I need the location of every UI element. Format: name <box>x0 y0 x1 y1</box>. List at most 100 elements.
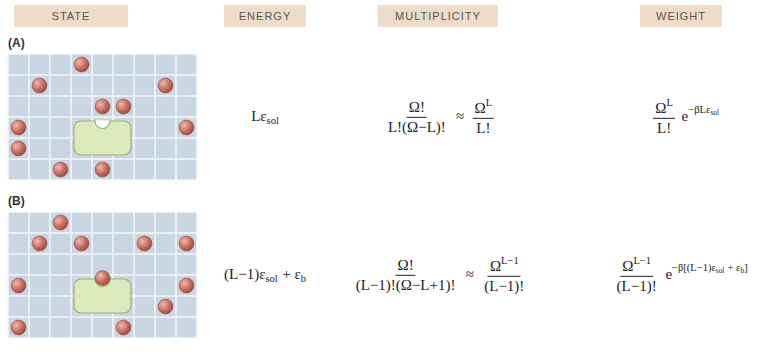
ligand-ball <box>179 278 194 293</box>
formula-text: e <box>665 265 672 281</box>
ligand-ball <box>74 236 89 251</box>
formula-text: Ω <box>622 258 633 274</box>
denominator: (L−1)! <box>615 277 659 295</box>
formula-text: + ε <box>282 266 301 282</box>
ligand-ball <box>179 236 194 251</box>
grid-line <box>8 316 197 318</box>
formula-text: e <box>682 107 689 123</box>
fraction: ΩL−1(L−1)! <box>482 255 526 295</box>
formula: ΩL−1 (L−1)! e−β[(L−1)εsol+ εb] <box>612 255 747 295</box>
lattice-ground <box>8 212 197 338</box>
formula-text: L!(Ω−L)! <box>388 119 446 135</box>
formula-text: L! <box>476 120 490 136</box>
ligand-ball <box>11 120 26 135</box>
ligand-ball <box>158 299 173 314</box>
formula-text: −βLε <box>688 104 710 115</box>
formula-text: Ω <box>490 258 501 274</box>
header-text: WEIGHT <box>656 10 706 22</box>
receptor <box>74 121 131 155</box>
binding-pocket <box>95 121 110 129</box>
grid-line <box>8 253 197 255</box>
ligand-ball <box>74 57 89 72</box>
header-text: MULTIPLICITY <box>395 10 481 22</box>
numerator: ΩL <box>473 97 495 119</box>
ligand-ball <box>158 78 173 93</box>
ligand-ball <box>11 278 26 293</box>
fraction: ΩL−1 (L−1)! <box>615 255 659 295</box>
denominator: L! <box>474 119 492 137</box>
formula-superscript: −β[(L−1)εsol+ εb] <box>672 262 748 273</box>
formula-text: (L−1)! <box>617 278 657 294</box>
formula-text: Lε <box>251 108 266 124</box>
row-label: (A) <box>8 36 25 50</box>
grid-line <box>8 211 197 213</box>
formula-subscript: sol <box>716 266 725 275</box>
grid-line <box>8 53 197 55</box>
ligand-ball <box>116 99 131 114</box>
lattice <box>8 54 197 180</box>
ligand-ball <box>95 271 110 286</box>
formula: (L−1)εsol + εb <box>224 266 306 284</box>
formula-text: (L−1)!(Ω−L+1)! <box>356 277 456 293</box>
formula-text: Ω! <box>397 257 413 273</box>
grid-line <box>8 232 197 234</box>
lattice-ground <box>8 54 197 180</box>
formula-text: L−1 <box>633 255 651 266</box>
formula-text: Ω <box>655 100 666 116</box>
formula-operator: ≈ <box>456 107 464 123</box>
formula-subscript: b <box>301 273 306 284</box>
column-header: ENERGY <box>224 5 306 27</box>
formula-text: L−1 <box>501 255 519 266</box>
lattice <box>8 212 197 338</box>
formula-superscript: L <box>486 97 492 108</box>
numerator: ΩL−1 <box>488 255 521 277</box>
ligand-ball <box>179 120 194 135</box>
formula: Ω!(L−1)!(Ω−L+1)!≈ΩL−1(L−1)! <box>351 255 528 295</box>
formula-text: (L−1)! <box>484 278 524 294</box>
column-header: STATE <box>14 5 128 27</box>
formula-text: −β[(L−1)ε <box>672 262 716 273</box>
ligand-ball <box>95 162 110 177</box>
formula-text: + ε <box>728 262 741 273</box>
numerator: Ω! <box>395 257 415 276</box>
row-label: (B) <box>8 194 25 208</box>
formula: ΩL L! e−βLεsol <box>651 97 719 137</box>
formula-text: (L−1)ε <box>224 266 265 282</box>
denominator: (L−1)!(Ω−L+1)! <box>354 276 458 294</box>
ligand-ball <box>53 162 68 177</box>
formula-subscript: sol <box>265 273 277 284</box>
denominator: L!(Ω−L)! <box>386 118 448 136</box>
grid-line <box>8 179 197 181</box>
formula-text: L <box>666 97 672 108</box>
grid-line <box>8 337 197 339</box>
grid-line <box>8 116 197 118</box>
formula-text: L <box>486 97 492 108</box>
formula-operator: ≈ <box>466 265 474 281</box>
formula-subscript: sol <box>710 108 719 117</box>
fraction: ΩL L! <box>653 97 675 137</box>
formula-text: Ω! <box>409 99 425 115</box>
formula-text: Ω <box>475 100 486 116</box>
grid-line <box>8 95 197 97</box>
grid-line <box>8 158 197 160</box>
pocket-mouth <box>96 120 110 122</box>
formula-superscript: L−1 <box>633 255 651 266</box>
formula: Ω!L!(Ω−L)!≈ΩLL! <box>384 97 497 137</box>
header-text: ENERGY <box>239 10 291 22</box>
ligand-ball <box>137 236 152 251</box>
ligand-ball <box>32 78 47 93</box>
column-header: WEIGHT <box>640 5 722 27</box>
header-text: STATE <box>52 10 91 22</box>
numerator: Ω! <box>407 99 427 118</box>
formula-subscript: sol <box>267 115 279 126</box>
fraction: ΩLL! <box>473 97 495 137</box>
ligand-ball <box>95 99 110 114</box>
denominator: (L−1)! <box>482 277 526 295</box>
formula-superscript: −βLεsol <box>688 104 719 115</box>
denominator: L! <box>655 119 673 137</box>
ligand-ball <box>11 141 26 156</box>
fraction: Ω! L!(Ω−L)! <box>386 99 448 136</box>
formula-superscript: L <box>666 97 672 108</box>
formula-superscript: L−1 <box>501 255 519 266</box>
